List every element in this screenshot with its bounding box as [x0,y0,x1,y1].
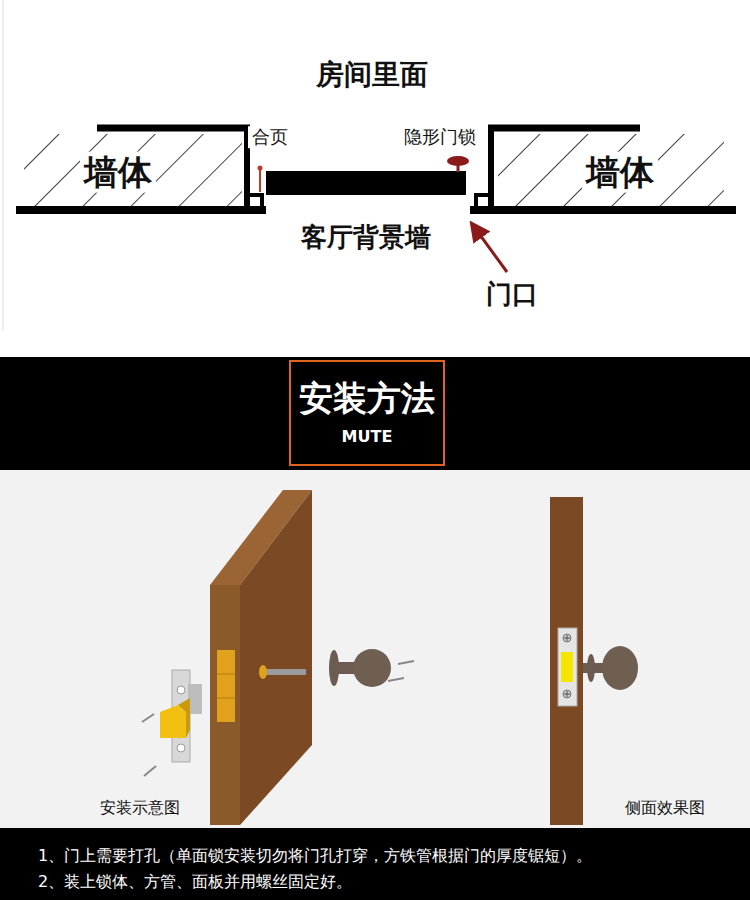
doorway-arrow [472,224,507,272]
node-heading: 1、门上需要打孔（单面锁安装切勿将门孔打穿，方铁管根据门的厚度锯短）。 [38,847,738,865]
node-text: 2、装上锁体、方管、面板并用螺丝固定好。 [38,873,738,891]
lock-mark [447,156,469,172]
lock-body [160,670,202,762]
left-wall [16,125,266,214]
screws [142,661,414,776]
illustration-ground [0,470,750,828]
title-box: 安装方法 MUTE [289,360,445,466]
header-band [0,357,750,470]
wall-name-label: 客厅背景墙 [301,222,431,253]
door-perspective [210,490,312,825]
door-side [550,497,638,825]
wall-label: 墙体 [582,152,658,193]
top-ground [0,0,750,357]
lock-label: 隐形门锁 [400,126,480,148]
wall-label: 墙体 [80,152,156,193]
door-knob [329,649,391,687]
caption-label: 侧面效果图 [625,798,705,817]
room-label: 房间里面 [316,58,428,92]
node-text: MUTE [342,428,393,446]
caption-label: 安装示意图 [100,798,180,817]
hinge-label: 合页 [248,126,292,148]
doorway-label: 门口 [486,279,538,310]
door-slab [266,171,466,195]
notes-band: 1、门上需要打孔（单面锁安装切勿将门孔打穿，方铁管根据门的厚度锯短）。 2、装上锁… [0,828,750,900]
edge-line [3,0,4,330]
node-heading: 安装方法 [299,379,435,418]
right-wall [470,125,736,214]
hinge-mark [258,166,263,193]
